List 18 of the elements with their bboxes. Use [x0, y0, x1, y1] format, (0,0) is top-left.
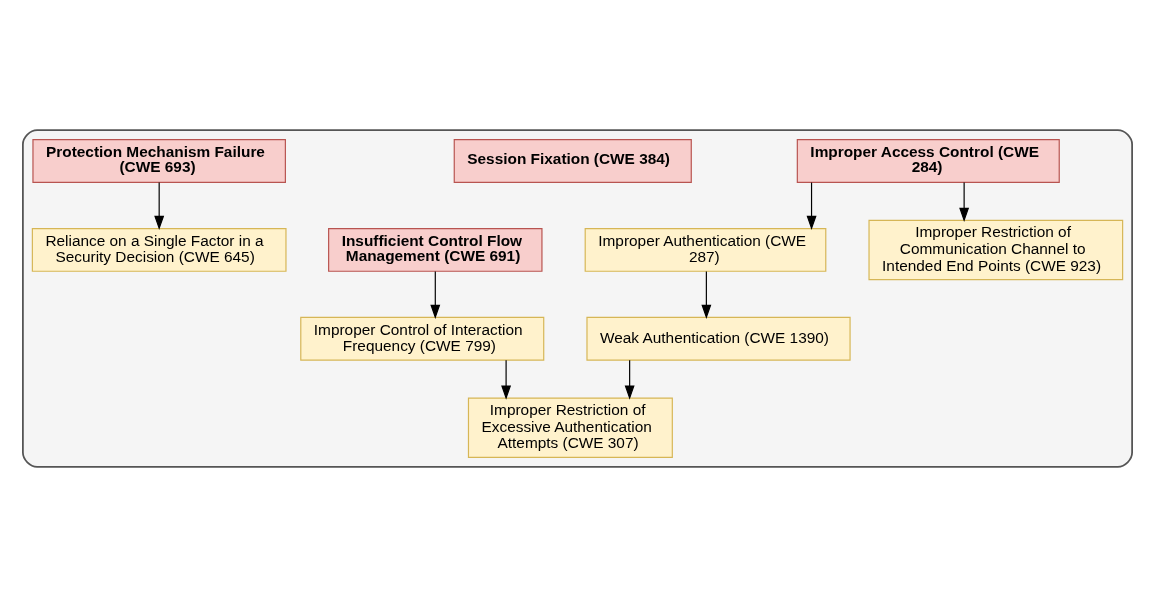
node-box: Reliance on a Single Factor in a Security Decision (CWE 645) [31, 228, 287, 272]
arrow [430, 270, 441, 319]
arrow [501, 359, 512, 400]
node-box: Improper Control of Interaction Frequency (CWE 799) [300, 316, 545, 361]
node-box: Protection Mechanism Failure (CWE 693) [32, 139, 286, 183]
arrow [701, 270, 712, 319]
node-box: Improper Restriction of Excessive Authentication Attempts (CWE 307) [467, 397, 673, 458]
node-box: Weak Authentication (CWE 1390) [586, 316, 851, 361]
cluster [22, 129, 1133, 468]
arrow [154, 181, 165, 231]
arrow [959, 181, 970, 222]
node-box: Session Fixation (CWE 384) [453, 139, 692, 183]
node-box: Improper Authentication (CWE 287) [584, 228, 827, 272]
node-box: Insufficient Control Flow Management (CWE 691) [328, 228, 543, 272]
node-box: Improper Access Control (CWE 284) [796, 139, 1060, 183]
arrow [624, 359, 635, 400]
arrow [806, 181, 817, 231]
node-box: Improper Restriction of Communication Channel to Intended End Points (CWE 923) [868, 219, 1124, 281]
